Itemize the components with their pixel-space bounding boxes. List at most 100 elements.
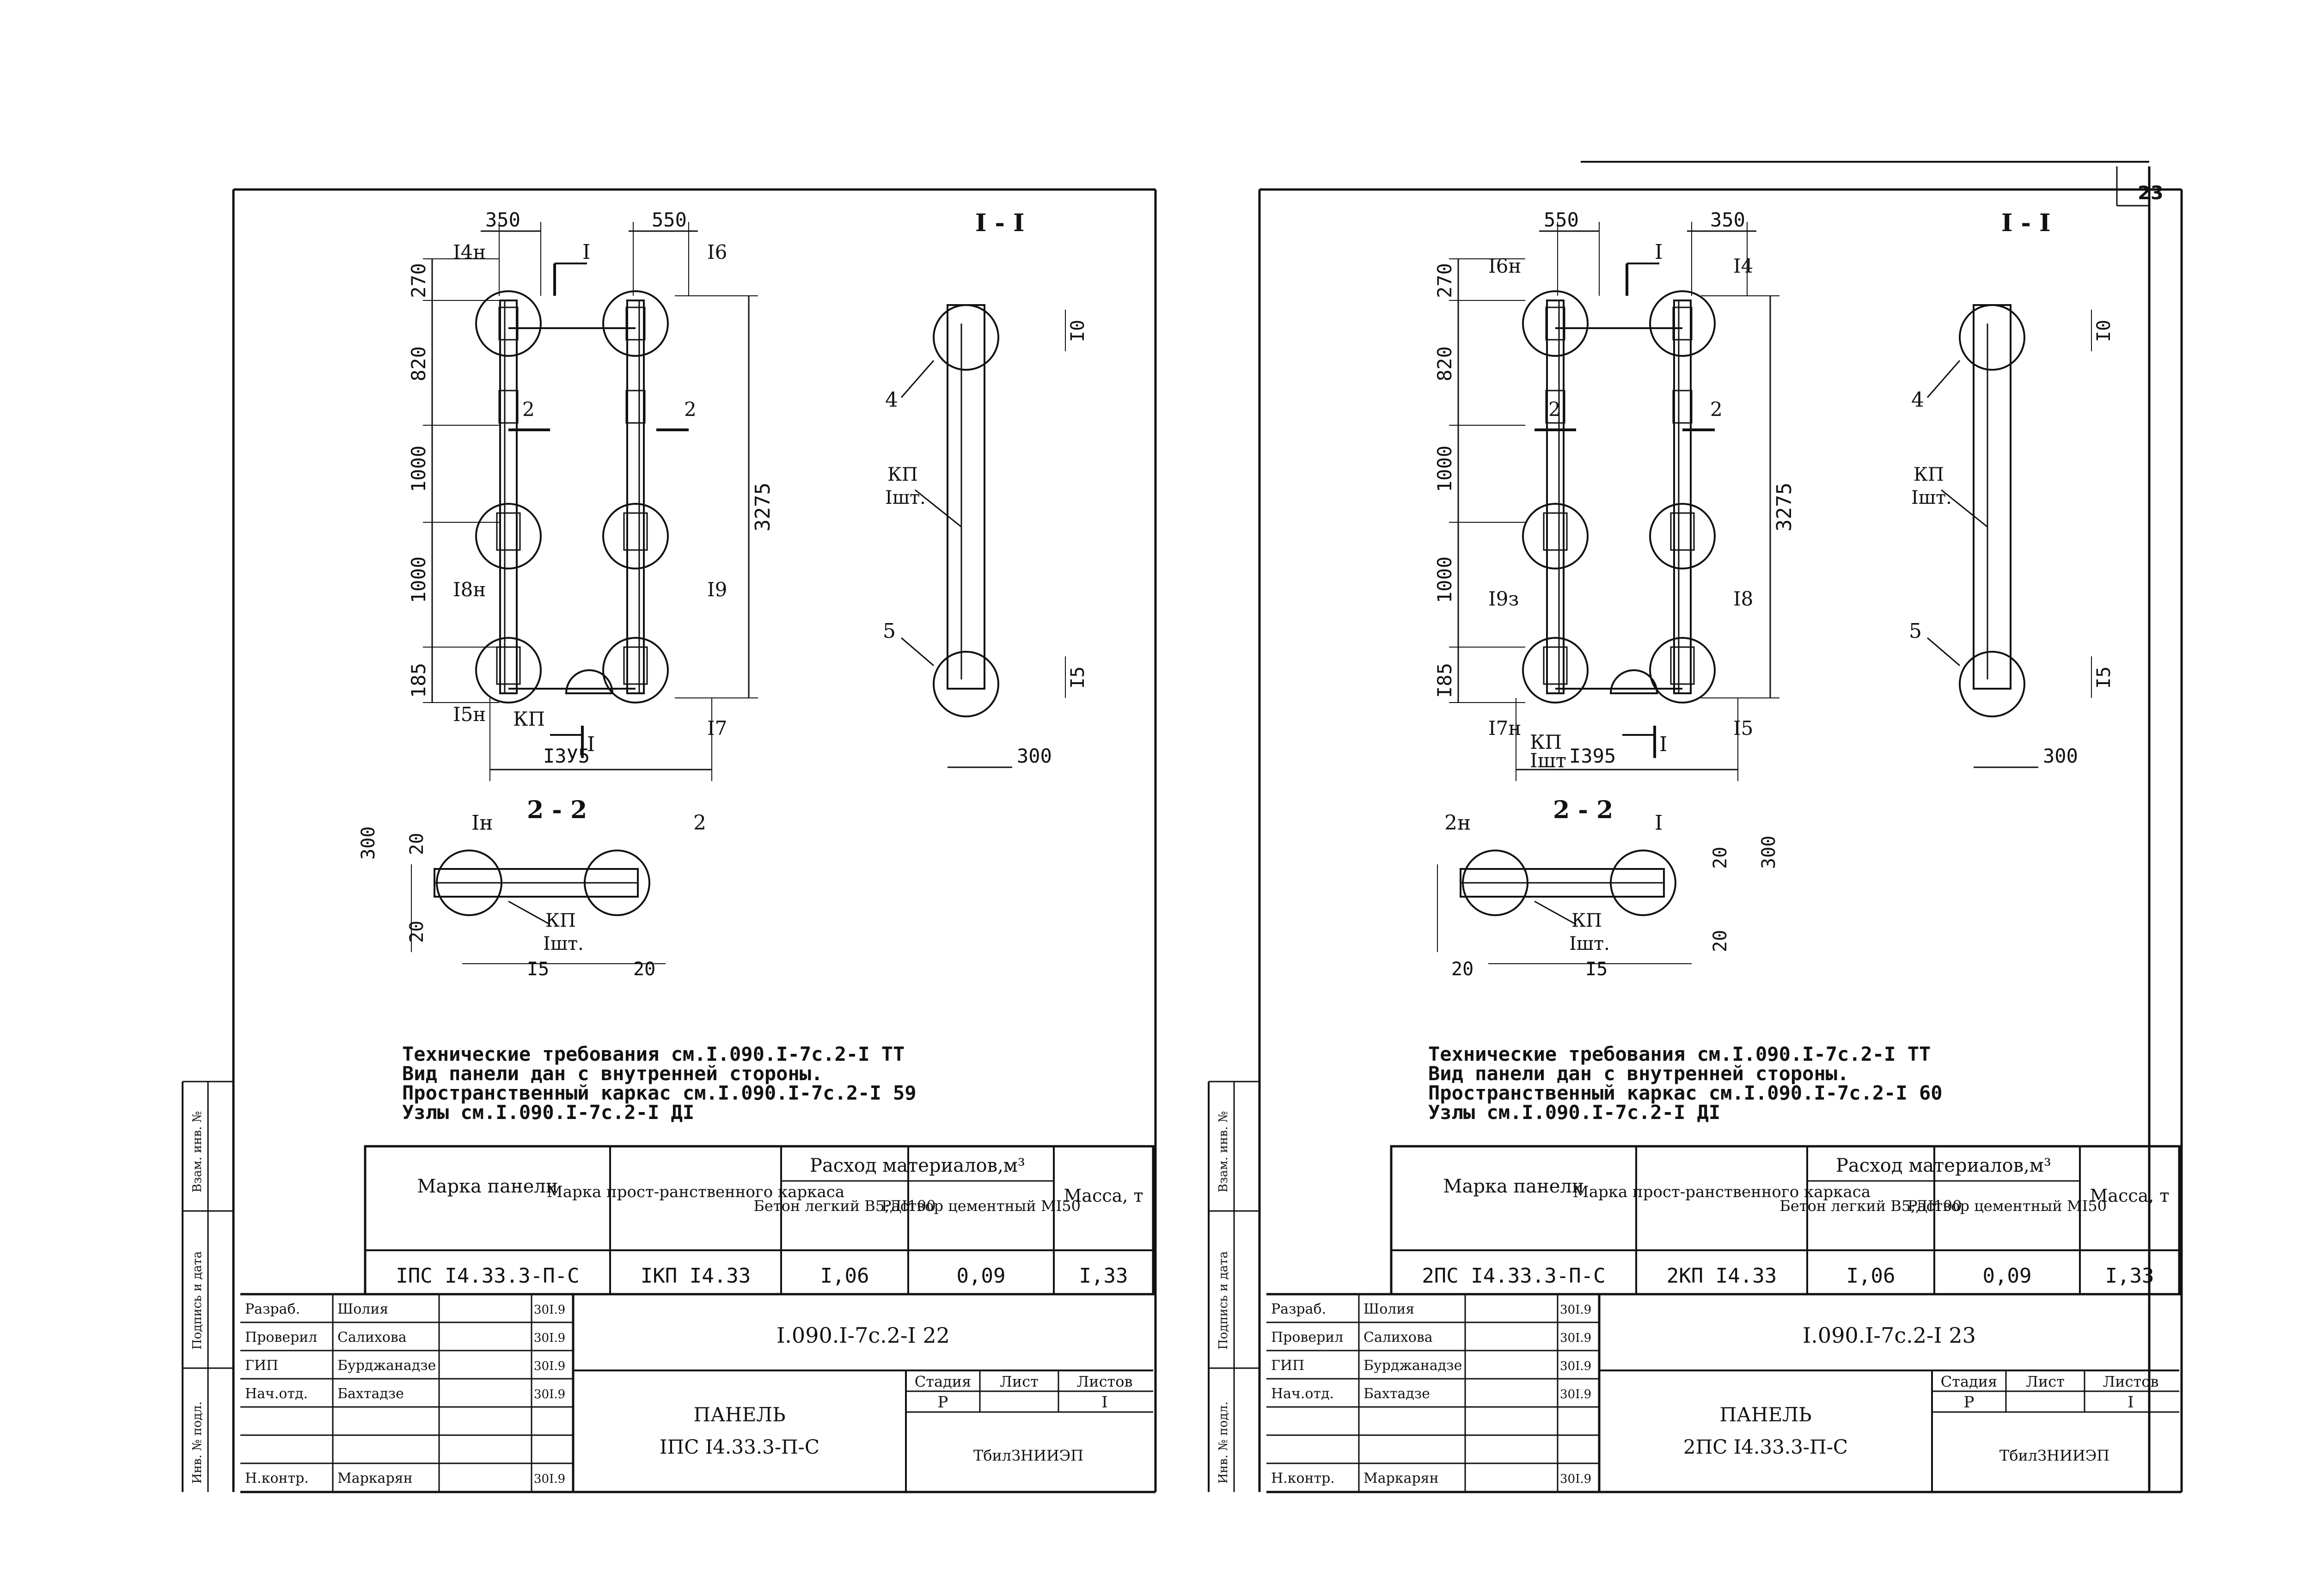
leader-line — [915, 489, 962, 528]
drawing-subtitle: 2ПС I4.33.3-П-С — [1683, 1436, 1848, 1458]
node-circle — [1522, 503, 1589, 569]
dimension-label: 20 — [633, 959, 655, 980]
table-header: Расход материалов,м³ — [1836, 1155, 2051, 1176]
signature-name: Бурджанадзе — [1363, 1358, 1462, 1374]
table-header: Раствор цементный МI50 — [1907, 1197, 2107, 1215]
insert-plate — [1545, 390, 1565, 424]
lifting-loop-mark — [565, 669, 614, 694]
dimension-label: 820 — [1433, 346, 1456, 381]
signature-date: 30I.9 — [534, 1388, 565, 1401]
leader-line — [1534, 900, 1577, 925]
signature-role: Проверил — [1271, 1329, 1343, 1345]
signature-name: Бахтадзе — [1363, 1386, 1430, 1402]
dimension-label: 1000 — [1433, 446, 1456, 492]
insert-plate — [625, 390, 646, 424]
node-callout: I8 — [1733, 587, 1753, 610]
insert-plate — [496, 646, 521, 685]
frame-callout: КП — [545, 910, 576, 931]
signature-date: 30I.9 — [1560, 1388, 1591, 1401]
node-circle — [602, 637, 669, 703]
signature-date: 30I.9 — [534, 1472, 565, 1486]
organization: ТбилЗНИИЭП — [1999, 1447, 2109, 1464]
section-22-left-node — [1462, 850, 1528, 916]
side-label: Подпись и дата — [1217, 1251, 1230, 1350]
section-title: I - I — [2001, 209, 2050, 237]
sheets-value: I — [2128, 1393, 2134, 1412]
node-callout: 5 — [1909, 619, 1922, 643]
section-label: 2 — [1710, 398, 1723, 421]
note-line: Узлы см.I.090.I-7с.2-I ДI — [402, 1101, 694, 1124]
insert-plate — [623, 646, 648, 685]
node-circle — [602, 503, 669, 569]
document-code: I.090.I-7с.2-I 23 — [1803, 1323, 1976, 1348]
table-header: Бетон легкий В5;ДI100 — [1779, 1197, 1962, 1215]
note-line: Технические требования см.I.090.I-7с.2-I… — [1428, 1043, 1931, 1065]
node-callout: I — [1655, 811, 1663, 835]
panel-left-rib — [499, 300, 518, 694]
sheet-label: Лист — [1000, 1373, 1039, 1390]
note-line: Вид панели дан с внутренней стороны. — [1428, 1062, 1849, 1085]
frame-callout: Iшт. — [885, 487, 926, 508]
signature-role: ГИП — [245, 1358, 278, 1374]
section-22-right-node — [584, 850, 650, 916]
dimension-label: 300 — [358, 826, 379, 860]
leader-line — [1941, 489, 1988, 528]
stage-value: Р — [938, 1393, 948, 1412]
dimension-label: 20 — [1451, 959, 1473, 980]
section-11-top-node — [933, 304, 999, 371]
section-11-wall — [947, 304, 985, 690]
side-label: Инв. № подл. — [1217, 1401, 1230, 1484]
table-header: Раствор цементный МI50 — [881, 1197, 1081, 1215]
node-callout: I4 — [1733, 255, 1753, 277]
dimension-label: I395 — [1569, 745, 1616, 767]
node-callout: I8н — [453, 578, 486, 601]
table-cell: IКП I4.33 — [641, 1264, 751, 1288]
node-callout: Iшт — [1530, 749, 1566, 772]
lifting-loop-mark — [1609, 669, 1658, 694]
dimension-label: 1000 — [407, 556, 430, 603]
dimension-label: 300 — [2043, 745, 2078, 767]
dimension-label: I5 — [2093, 667, 2115, 689]
table-cell: I,33 — [1079, 1264, 1128, 1288]
node-callout: 5 — [883, 619, 896, 643]
signature-name: Маркарян — [337, 1470, 413, 1486]
dimension-label: 20 — [1710, 847, 1731, 869]
dimension-label: I85 — [1433, 663, 1456, 698]
signature-name: Салихова — [337, 1329, 407, 1345]
drawing-title: ПАНЕЛЬ — [1719, 1403, 1811, 1426]
table-cell: 0,09 — [957, 1264, 1006, 1288]
signature-date: 30I.9 — [1560, 1472, 1591, 1486]
dimension-label: 3275 — [1773, 483, 1796, 532]
insert-plate — [498, 390, 519, 424]
node-callout: I7н — [1488, 717, 1521, 740]
node-callout: I5н — [453, 703, 486, 726]
table-cell: I,33 — [2105, 1264, 2154, 1288]
section-title: I - I — [975, 209, 1024, 237]
note-line: Вид панели дан с внутренней стороны. — [402, 1062, 823, 1085]
signature-name: Бурджанадзе — [337, 1358, 436, 1374]
leader-line — [1927, 637, 1960, 667]
side-label: Взам. инв. № — [1217, 1111, 1230, 1192]
insert-plate — [1670, 646, 1695, 685]
dimension-label: I0 — [1067, 320, 1088, 342]
side-label: Инв. № подл. — [190, 1401, 204, 1484]
side-label: Взам. инв. № — [190, 1111, 204, 1192]
signature-name: Шолия — [1363, 1301, 1414, 1317]
section-11-bottom-node — [933, 651, 999, 717]
dimension-label: I0 — [2093, 320, 2115, 342]
sheets-label: Листов — [1077, 1373, 1133, 1390]
node-circle — [475, 290, 542, 357]
frame-callout: Iшт. — [1911, 487, 1952, 508]
section-title: 2 - 2 — [527, 796, 587, 824]
node-callout: I4н — [453, 241, 486, 263]
table-cell: 2КП I4.33 — [1667, 1264, 1777, 1288]
insert-plate — [623, 512, 648, 551]
node-callout: I5 — [1733, 717, 1753, 740]
table-cell: IПС I4.33.3-П-С — [396, 1264, 579, 1288]
frame-callout: КП — [1914, 464, 1944, 485]
sheets-value: I — [1101, 1393, 1107, 1412]
node-circle — [1649, 290, 1716, 357]
drawing-subtitle: IПС I4.33.3-П-С — [660, 1436, 819, 1458]
table-header: Марка панели — [417, 1176, 558, 1197]
